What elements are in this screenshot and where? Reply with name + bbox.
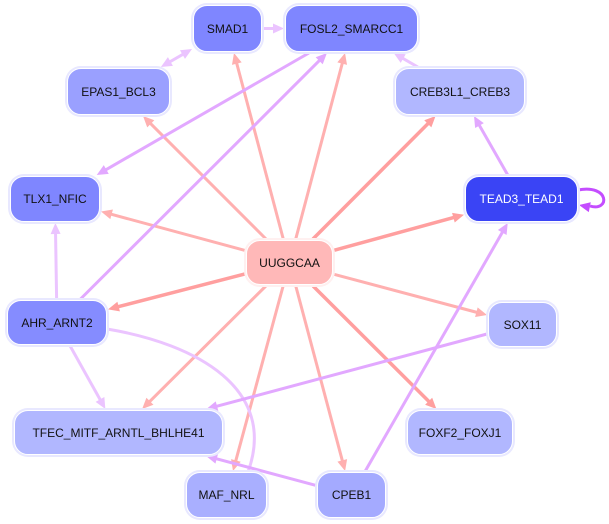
node-smad1[interactable]: SMAD1 (193, 5, 262, 52)
edge-uuggcaa-to-smad1 (234, 61, 285, 240)
edge-uuggcaa-to-tlx1-nfic (109, 212, 246, 252)
node-label: TEAD3_TEAD1 (479, 192, 564, 206)
arrowhead-ahr-arnt2-to-fosl2-smarcc1 (315, 53, 327, 65)
arrowhead-smad1-to-epas1-bcl3 (160, 57, 173, 67)
node-label: FOSL2_SMARCC1 (299, 21, 404, 36)
edge-layer (50, 23, 606, 487)
node-sox11[interactable]: SOX11 (488, 302, 557, 347)
arrowhead-uuggcaa-to-sox11 (475, 307, 487, 318)
node-foxf2-foxj1[interactable]: FOXF2_FOXJ1 (407, 410, 513, 455)
node-fosl2-smarcc1[interactable]: FOSL2_SMARCC1 (285, 5, 418, 52)
arrowhead-fosl2-smarcc1-to-tlx1-nfic (96, 165, 109, 175)
node-label: TFEC_MITF_ARNTL_BHLHE41 (32, 425, 205, 440)
edge-uuggcaa-to-tead3-tead1 (333, 215, 456, 253)
node-cpeb1[interactable]: CPEB1 (317, 472, 386, 518)
arrowhead-cpeb1-to-tfec-mitf-arntl-bhlhe41 (206, 454, 219, 464)
arrowhead-ahr-arnt2-to-tlx1-nfic (50, 223, 61, 235)
arrowhead-uuggcaa-to-fosl2-smarcc1 (337, 53, 348, 65)
arrowhead-uuggcaa-to-smad1 (231, 53, 242, 65)
edge-tead3-tead1-to-creb3l1-creb3 (477, 123, 510, 176)
edge-uuggcaa-to-maf-nrl (233, 285, 285, 463)
arrowhead-uuggcaa-to-tead3-tead1 (452, 212, 464, 223)
arrowhead-creb3l1-creb3-to-fosl2-smarcc1 (393, 53, 406, 63)
edge-uuggcaa-to-cpeb1 (294, 285, 345, 463)
edge-uuggcaa-to-tfec-mitf-arntl-bhlhe41 (147, 284, 267, 404)
node-creb3l1-creb3[interactable]: CREB3L1_CREB3 (395, 68, 525, 115)
edge-ahr-arnt2-to-fosl2-smarcc1 (79, 58, 322, 301)
edge-cpeb1-to-tead3-tead1 (363, 230, 505, 472)
edge-sox11-to-tfec-mitf-arntl-bhlhe41 (214, 332, 488, 409)
edge-smad1-to-epas1-bcl3 (167, 52, 185, 64)
node-label: SOX11 (503, 317, 542, 332)
arrowhead-tead3-tead1-to-creb3l1-creb3 (474, 116, 484, 129)
arrowhead-cpeb1-to-tead3-tead1 (497, 223, 508, 236)
edge-fosl2-smarcc1-to-tlx1-nfic (103, 51, 310, 172)
node-label: UUGGCAA (259, 255, 320, 270)
node-tead3-tead1[interactable]: TEAD3_TEAD1 (465, 176, 578, 222)
edge-cpeb1-to-tfec-mitf-arntl-bhlhe41 (214, 456, 317, 487)
node-maf-nrl[interactable]: MAF_NRL (186, 472, 267, 518)
arrowhead-uuggcaa-to-epas1-bcl3 (143, 116, 155, 128)
node-label: SMAD1 (206, 21, 249, 36)
arrowhead-sox11-to-tfec-mitf-arntl-bhlhe41 (206, 401, 219, 411)
edge-uuggcaa-to-foxf2-foxj1 (311, 284, 432, 404)
edge-uuggcaa-to-epas1-bcl3 (148, 121, 268, 241)
node-epas1-bcl3[interactable]: EPAS1_BCL3 (67, 68, 170, 115)
edge-uuggcaa-to-creb3l1-creb3 (311, 121, 431, 241)
edge-self-loop-tead3-tead1-to-tead3-tead1 (577, 187, 606, 209)
arrowhead-self-loop (579, 202, 591, 213)
edge-creb3l1-creb3-to-fosl2-smarcc1 (400, 56, 419, 69)
arrowhead-uuggcaa-to-creb3l1-creb3 (424, 116, 436, 128)
arrowhead-reverse-smad1-to-epas1-bcl3 (179, 49, 192, 59)
edge-ahr-arnt2-to-maf-nrl (106, 327, 256, 473)
arrowhead-smad1-to-fosl2-smarcc1 (273, 23, 284, 34)
arrowhead-uuggcaa-to-tfec-mitf-arntl-bhlhe41 (142, 397, 154, 409)
edge-ahr-arnt2-to-tlx1-nfic (54, 231, 59, 300)
arrowhead-ahr-arnt2-to-tfec-mitf-arntl-bhlhe41 (95, 396, 106, 409)
edge-ahr-arnt2-to-tfec-mitf-arntl-bhlhe41 (68, 345, 103, 402)
node-tlx1-nfic[interactable]: TLX1_NFIC (10, 176, 100, 222)
node-label: TLX1_NFIC (23, 192, 87, 206)
node-ahr-arnt2[interactable]: AHR_ARNT2 (7, 300, 107, 345)
arrowhead-uuggcaa-to-tlx1-nfic (101, 209, 113, 220)
node-label: EPAS1_BCL3 (81, 84, 156, 99)
arrowhead-uuggcaa-to-cpeb1 (337, 459, 348, 471)
node-tfec-mitf-arntl-bhlhe41[interactable]: TFEC_MITF_ARNTL_BHLHE41 (14, 410, 223, 455)
node-label: AHR_ARNT2 (21, 315, 93, 330)
arrowhead-uuggcaa-to-foxf2-foxj1 (425, 397, 437, 409)
node-label: MAF_NRL (198, 488, 255, 502)
arrowhead-uuggcaa-to-ahr-arnt2 (108, 301, 120, 312)
node-label: CREB3L1_CREB3 (409, 84, 511, 99)
node-label: CPEB1 (331, 488, 372, 502)
edge-uuggcaa-to-sox11 (333, 272, 479, 315)
node-uuggcaa-center[interactable]: UUGGCAA (246, 240, 333, 285)
edge-uuggcaa-to-ahr-arnt2 (116, 272, 246, 309)
edge-uuggcaa-to-fosl2-smarcc1 (294, 61, 345, 240)
node-label: FOXF2_FOXJ1 (418, 425, 502, 440)
